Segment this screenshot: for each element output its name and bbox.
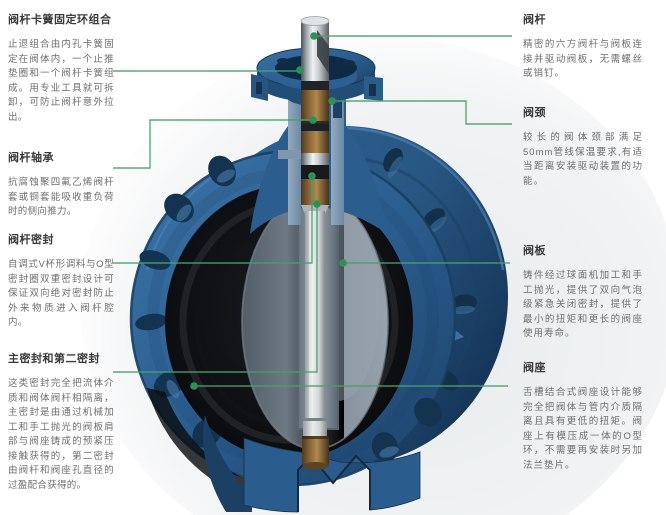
callout-stem-retainer: 阀杆卡簧固定环组合 止退组合由内孔卡簧固定在阀体内，一个止推垫圈和一个阀杆卡簧组… (8, 14, 114, 125)
callout-title: 阀杆卡簧固定环组合 (8, 14, 112, 26)
leader-dots (190, 32, 347, 390)
leader-lines (113, 35, 512, 387)
callout-body: 铸件经过球面机加工和手工抛光，提供了双向气泡级紧急关闭密封，提供了最小的扭矩和更… (523, 270, 643, 339)
callout-disc: 阀板 铸件经过球面机加工和手工抛光，提供了双向气泡级紧急关闭密封，提供了最小的扭… (523, 245, 643, 342)
stem-seal (301, 165, 329, 179)
callout-body: 舌槽结合式阀座设计能够完全把阀体与管内介质隔离且具有更低的扭矩。阀座上有模压成一… (523, 387, 643, 471)
callout-stem-seal: 阀杆密封 自调式V杯形调料与O型密封圈双重密封设计可保证双向绝对密封防止外来物质… (8, 234, 114, 331)
callout-neck: 阀颈 较长的阀体颈部满足50mm管线保温要求,有适当距离安装驱动装置的功能。 (523, 107, 643, 189)
callout-body: 止退组合由内孔卡簧固定在阀体内，一个止推垫圈和一个阀杆卡簧组成。用专业工具就可拆… (8, 39, 114, 123)
callout-body: 较长的阀体颈部满足50mm管线保温要求,有适当距离安装驱动装置的功能。 (523, 132, 643, 187)
callout-title: 阀杆密封 (8, 234, 54, 246)
stem-bearing-lower (301, 179, 329, 205)
leader-primary-seal (113, 205, 318, 373)
callout-title: 阀座 (523, 362, 546, 374)
back-bolt-holes (383, 147, 477, 391)
neck-slot (333, 96, 342, 118)
callout-stem: 阀杆 精密的六方阀杆与阀板连接并驱动阀板，无需螺丝或销钉。 (523, 14, 643, 82)
callout-title: 阀板 (523, 245, 546, 257)
callout-body: 抗腐蚀聚四氟乙烯阀杆套或铜套能吸收重负荷时的侧向推力。 (8, 177, 114, 217)
stem-shaft (305, 211, 325, 420)
bottom-bushing (302, 436, 329, 467)
callout-title: 阀颈 (523, 107, 546, 119)
callout-title: 阀杆轴承 (8, 152, 54, 164)
stem-snap-ring (301, 81, 329, 90)
callout-seat: 阀座 舌槽结合式阀座设计能够完全把阀体与管内介质隔离且具有更低的扭矩。阀座上有模… (523, 362, 643, 473)
leader-stem-bearing (113, 119, 313, 169)
bottom-foot (203, 415, 421, 513)
callout-title: 主密封和第二密封 (8, 353, 100, 365)
leader-neck (332, 100, 512, 125)
valve-stem-assembly (300, 16, 330, 470)
callout-primary-seal: 主密封和第二密封 这类密封完全把流体介质和阀体阀杆相隔离，主密封是由通过机械加工… (8, 353, 114, 493)
callout-body: 自调式V杯形调料与O型密封圈双重密封设计可保证双向绝对密封防止外来物质进入阀杆腔… (8, 259, 114, 328)
callout-stem-bearing: 阀杆轴承 抗腐蚀聚四氟乙烯阀杆套或铜套能吸收重负荷时的侧向推力。 (8, 152, 114, 220)
leader-stem-seal (113, 177, 313, 264)
callout-body: 这类密封完全把流体介质和阀体阀杆相隔离，主密封是由通过机械加工和手工抛光的阀板肩… (8, 378, 114, 491)
callout-body: 精密的六方阀杆与阀板连接并驱动阀板，无需螺丝或销钉。 (523, 39, 643, 79)
callout-title: 阀杆 (523, 14, 546, 26)
